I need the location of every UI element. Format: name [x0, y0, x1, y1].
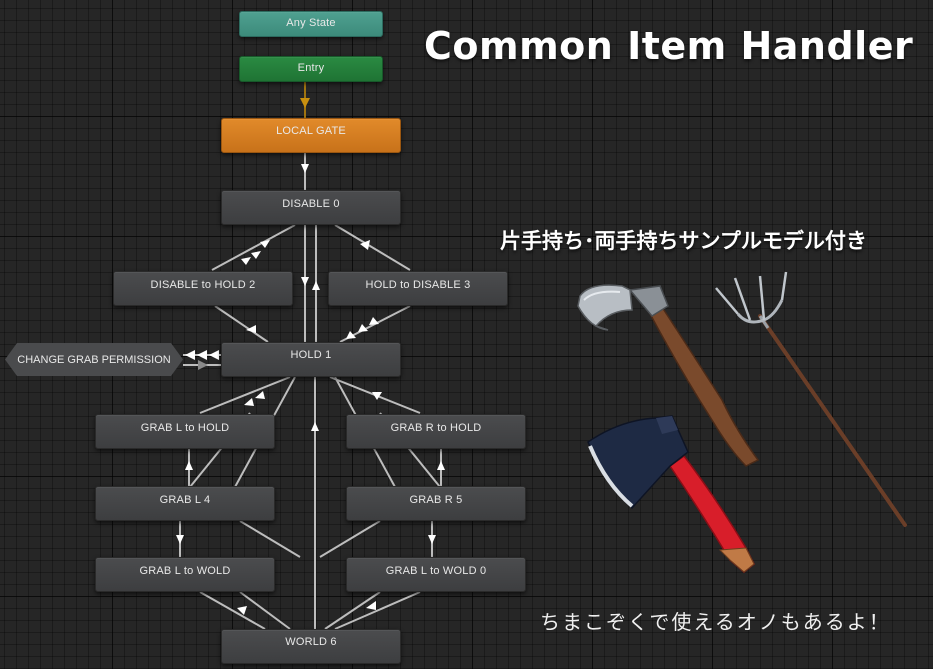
page-title: Common Item Handler: [424, 24, 914, 68]
state-grab-l-to-wold[interactable]: GRAB L to WOLD: [95, 557, 275, 592]
arrow-cgp-b: [197, 350, 207, 360]
parameter-label: CHANGE GRAB PERMISSION: [17, 353, 171, 366]
arrow-gl2h-b: [255, 391, 265, 399]
pitchfork-icon: [715, 271, 907, 527]
state-hold-to-disable-3[interactable]: HOLD to DISABLE 3: [328, 271, 508, 306]
state-label: Any State: [286, 17, 336, 29]
state-grab-l-to-wold-0[interactable]: GRAB L to WOLD 0: [346, 557, 526, 592]
state-label: GRAB L to WOLD 0: [385, 565, 487, 577]
state-label: GRAB R 5: [409, 494, 463, 506]
state-grab-r-5[interactable]: GRAB R 5: [346, 486, 526, 521]
state-grab-r-to-hold[interactable]: GRAB R to HOLD: [346, 414, 526, 449]
arrow-hold-htd3-b: [358, 324, 368, 332]
arrow-cgp-c: [209, 350, 219, 360]
arrow-gr5-down: [428, 535, 436, 544]
arrow-gl4-down: [176, 535, 184, 544]
arrow-disable-hold-down: [301, 277, 309, 286]
transition-gl2w0-world[interactable]: [334, 591, 421, 630]
arrow-htd3-disable: [360, 240, 370, 250]
arrow-gl4-up: [185, 461, 193, 470]
transition-disable-dth2[interactable]: [211, 224, 296, 271]
hand-axe-icon: [577, 284, 760, 467]
arrow-gl2w0-world: [366, 601, 376, 610]
transition-gl2w-world-b[interactable]: [239, 591, 291, 630]
arrow-dth2-b: [251, 251, 261, 259]
state-label: DISABLE to HOLD 2: [150, 279, 256, 291]
arrow-gl2w-world: [237, 606, 247, 615]
state-world-6[interactable]: WORLD 6: [221, 629, 401, 664]
state-label: DISABLE 0: [282, 198, 340, 210]
transition-gl2w-world[interactable]: [199, 591, 266, 630]
arrow-entry-local: [300, 98, 310, 108]
tools-illustration: [577, 271, 907, 573]
state-disable-to-hold-2[interactable]: DISABLE to HOLD 2: [113, 271, 293, 306]
arrow-world-hold: [311, 422, 319, 431]
parameter-change-grab-permission[interactable]: CHANGE GRAB PERMISSION: [5, 343, 183, 376]
transition-htd3-disable[interactable]: [334, 224, 411, 271]
arrow-gr2h: [372, 392, 382, 400]
arrow-hold-disable-up: [312, 281, 320, 290]
arrow-cgp-d: [198, 360, 208, 370]
arrow-hold-htd3-c: [369, 317, 379, 325]
state-grab-l-4[interactable]: GRAB L 4: [95, 486, 275, 521]
state-label: GRAB L to HOLD: [140, 422, 230, 434]
arrow-dth2-c: [260, 240, 270, 248]
transition-gl2w0-world-b[interactable]: [324, 591, 381, 630]
state-any-state[interactable]: Any State: [239, 11, 383, 37]
transition-gr5-world-a[interactable]: [319, 520, 381, 558]
state-label: HOLD to DISABLE 3: [365, 279, 471, 291]
state-local-gate[interactable]: LOCAL GATE: [221, 118, 401, 153]
arrow-gl2h-a: [244, 398, 254, 406]
caption: ちまこぞくで使えるオノもあるよ！: [540, 610, 891, 634]
state-hold-1[interactable]: HOLD 1: [221, 342, 401, 377]
arrow-dth2-a: [241, 257, 251, 265]
state-label: LOCAL GATE: [276, 125, 346, 137]
red-handled-axe-icon: [587, 415, 755, 573]
arrow-dth2-hold: [246, 325, 256, 333]
state-label: GRAB L to WOLD: [139, 565, 231, 577]
state-label: WORLD 6: [285, 636, 337, 648]
transition-gl4-world-a[interactable]: [239, 520, 301, 558]
arrow-cgp-a: [185, 350, 195, 360]
state-label: GRAB L 4: [159, 494, 211, 506]
state-grab-l-to-hold[interactable]: GRAB L to HOLD: [95, 414, 275, 449]
transition-hold-gl2h[interactable]: [199, 376, 291, 414]
arrow-hold-htd3-a: [346, 331, 356, 339]
state-label: HOLD 1: [290, 349, 332, 361]
arrow-gr5-up: [437, 461, 445, 470]
state-entry[interactable]: Entry: [239, 56, 383, 82]
state-label: Entry: [297, 62, 325, 74]
state-disable-0[interactable]: DISABLE 0: [221, 190, 401, 225]
transition-dth2-hold[interactable]: [214, 305, 269, 343]
state-label: GRAB R to HOLD: [390, 422, 482, 434]
arrow-local-disable: [301, 164, 309, 173]
page-subtitle: 片手持ち･両手持ちサンプルモデル付き: [500, 229, 867, 253]
